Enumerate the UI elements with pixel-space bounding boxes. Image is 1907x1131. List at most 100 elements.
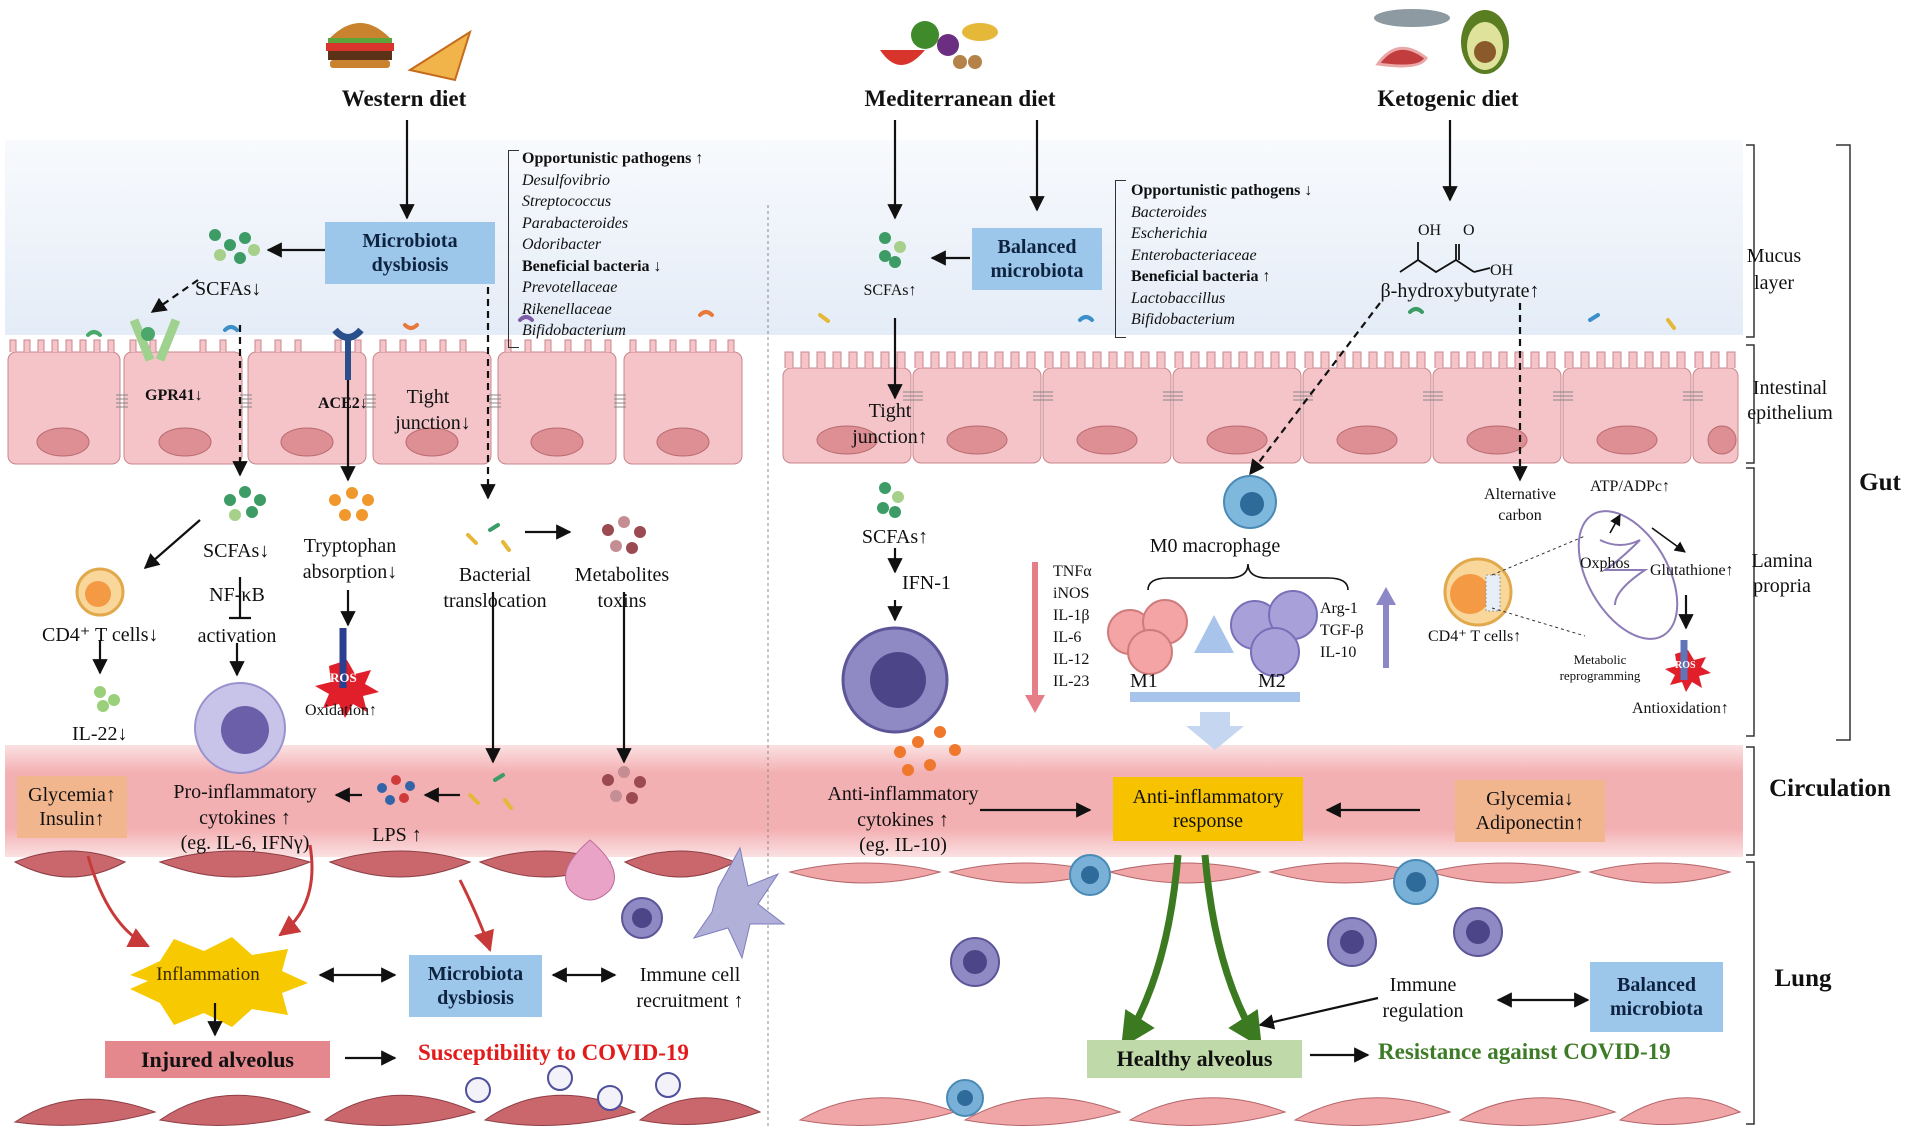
blue-cell-3: [946, 1079, 984, 1117]
list-item: iNOS: [1053, 585, 1090, 602]
gpr41-ligand: [141, 327, 155, 341]
anti-cytokine-label-2: cytokines ↑: [857, 809, 949, 831]
m1-macrophages: [1107, 599, 1188, 675]
m0-label: M0 macrophage: [1149, 535, 1281, 557]
tryptophan-label-2: absorption↓: [302, 561, 398, 583]
list-item: Lactobaccillus: [1131, 289, 1226, 307]
susceptibility-text: Susceptibility to COVID-19: [418, 1040, 689, 1065]
list-item: IL-10: [1320, 644, 1357, 661]
vegetables-icon: [880, 21, 998, 69]
glutathione-label: Glutathione↑: [1650, 562, 1734, 579]
label-gut: Gut: [1859, 469, 1901, 496]
med-glycemia-box: Glycemia↓Adiponectin↑: [1455, 780, 1605, 842]
immune-regulation-label-2: regulation: [1382, 1000, 1464, 1022]
translocation-label-2: translocation: [443, 590, 547, 612]
alveolar-cells-right: [798, 1097, 1742, 1126]
layer-brackets: [1746, 144, 1851, 1125]
keto-dashed-links: [1491, 535, 1586, 637]
blue-cell-1: [1069, 854, 1111, 896]
anti-cytokine-dots: [894, 726, 961, 776]
label-mucus-1: Mucus: [1746, 245, 1802, 267]
immune-recruit-label-2: recruitment ↑: [636, 990, 744, 1012]
bhb-molecule: [1399, 242, 1491, 274]
proinflam-label-3: (eg. IL-6, IFNγ): [180, 832, 310, 854]
metabolite-dots: [602, 516, 646, 804]
list-item: Arg-1: [1320, 600, 1358, 617]
ace2-receptor: [332, 327, 364, 341]
tryptophan-label-1: Tryptophan: [303, 535, 397, 557]
list-item: Rikenellaceae: [522, 300, 612, 318]
list-item: IL-12: [1053, 651, 1090, 668]
lps-dots: [377, 775, 415, 805]
red-arrows: [86, 844, 494, 952]
list-item: Enterobacteriaceae: [1131, 246, 1257, 264]
list-item: TGF-β: [1320, 622, 1364, 639]
western-glycemia-box: Glycemia↑Insulin↑: [17, 776, 127, 838]
bhb-oh2: OH: [1490, 262, 1514, 279]
immune-cell-lung-2: [950, 937, 1000, 987]
metabolic-label-2: reprogramming: [1559, 668, 1641, 683]
m2-label: M2: [1258, 670, 1286, 692]
list-item: Prevotellaceae: [522, 279, 618, 296]
resistance-text: Resistance against COVID-19: [1378, 1039, 1671, 1064]
list-item: Bifidobacterium: [522, 322, 626, 339]
bhb-label: β-hydroxybutyrate↑: [1380, 280, 1540, 302]
m1-gradient-bar: [1032, 562, 1038, 702]
bhb-o: O: [1463, 222, 1475, 239]
vessel-wall-right: [788, 862, 1732, 884]
nfkb-label-1: NF-κB: [209, 584, 265, 606]
right-epithelium: [782, 351, 1739, 464]
western-bracket: [508, 150, 519, 348]
mucus-band: [5, 140, 1743, 335]
metabolites-label-2: toxins: [597, 590, 647, 612]
seesaw-bar: [1130, 692, 1300, 702]
western-scfa-top: SCFAs↓: [195, 278, 262, 300]
healthy-alveolus-box: Healthy alveolus: [1087, 1040, 1302, 1078]
cd4-tcell-left: [75, 567, 125, 617]
il22-label: IL-22↓: [72, 723, 128, 745]
list-item: Bacteroides: [1131, 203, 1207, 221]
burger-icon: [326, 23, 394, 68]
fish-steak-avocado-icon: [1374, 9, 1509, 74]
immune-regulation-label-1: Immune: [1389, 974, 1457, 996]
proinflam-label-1: Pro-inflammatory: [173, 781, 317, 803]
med-bracket: [1115, 180, 1126, 338]
anti-cytokine-label-3: (eg. IL-10): [859, 834, 947, 856]
ros-label-right: ROS: [1675, 660, 1696, 671]
antioxidation-label: Antioxidation↑: [1632, 700, 1729, 717]
ros-label-left: ROS: [330, 670, 357, 685]
med-scfa-mid: SCFAs↑: [861, 526, 929, 548]
western-scfa-mid: SCFAs↓: [203, 540, 270, 562]
inflammation-starburst: [130, 937, 308, 1027]
gpr41-receptor: [129, 318, 181, 362]
arrows: [92, 120, 1694, 1066]
immune-recruit-label-1: Immune cell: [639, 964, 741, 986]
list-item: Parabacteroides: [522, 214, 629, 232]
list-item: Desulfovibrio: [522, 171, 610, 189]
oxphos-label: Oxphos: [1580, 555, 1630, 572]
list-item: Beneficial bacteria ↑: [1131, 268, 1271, 285]
injured-alveolus-box: Injured alveolus: [105, 1041, 330, 1078]
western-tight-junction-2: junction↓: [395, 412, 471, 434]
macrophage-ifn: [841, 626, 949, 734]
med-scfa-top: SCFAs↑: [863, 282, 917, 299]
metabolic-label-1: Metabolic: [1573, 652, 1627, 667]
pizza-icon: [407, 29, 472, 82]
keto-cd4-label: CD4⁺ T cells↑: [1428, 628, 1522, 645]
virus-particles: [465, 1065, 681, 1111]
med-tight-junction-2: junction↑: [852, 426, 928, 448]
gpr41-label: GPR41↓: [145, 387, 203, 404]
med-tight-junction-1: Tight: [868, 400, 912, 422]
list-item: Opportunistic pathogens ↓: [1131, 182, 1313, 199]
ifn-label: IFN-1: [902, 572, 951, 594]
tryptophan-dots: [329, 487, 374, 521]
translocation-label-1: Bacterial: [458, 564, 532, 586]
blue-cell-2: [1393, 859, 1439, 905]
